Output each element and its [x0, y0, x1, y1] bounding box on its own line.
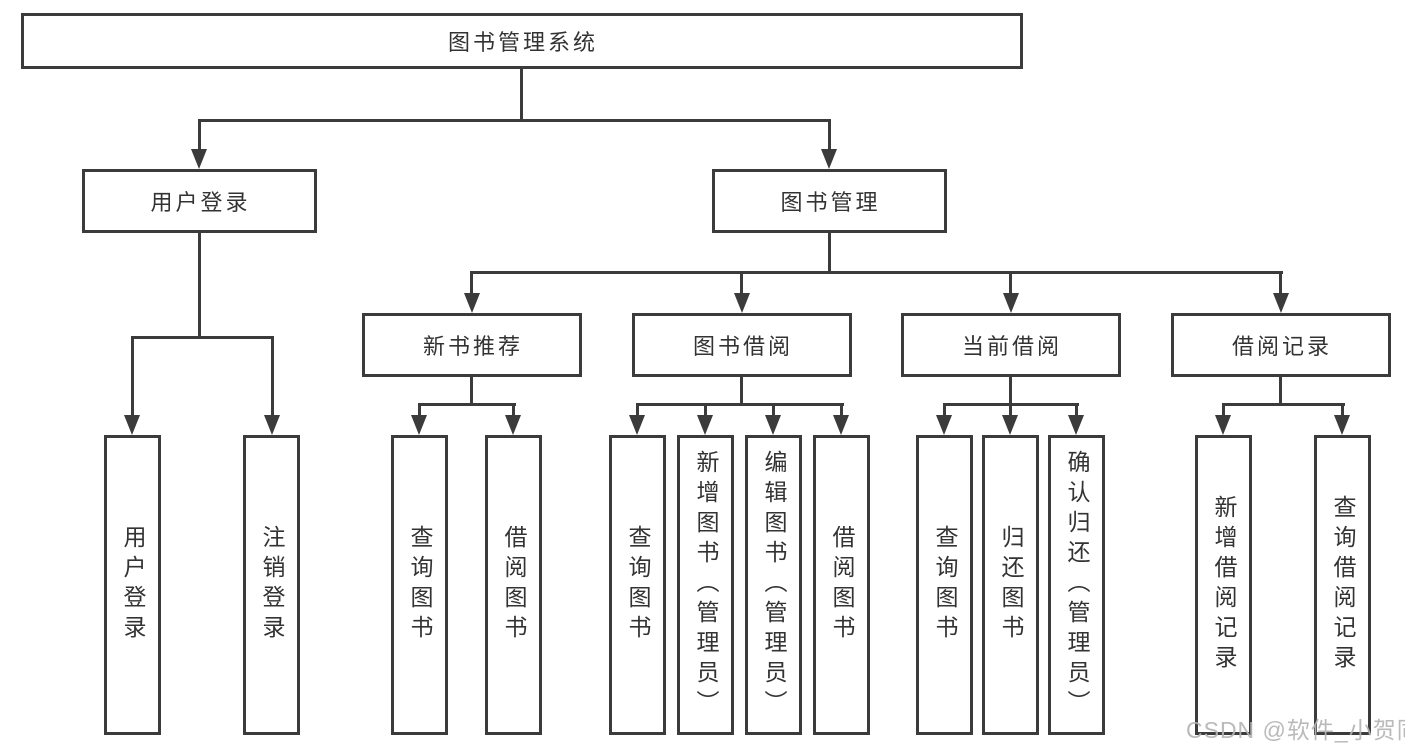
connector-line	[470, 377, 473, 405]
connector-line	[1075, 403, 1078, 417]
connector-line	[1222, 403, 1225, 417]
leaf-newbooks-borrow-books-label: 借阅图书	[501, 525, 527, 645]
connector-line	[131, 336, 274, 339]
leaf-user-login: 用户登录	[104, 435, 161, 735]
arrow-down-icon	[821, 149, 837, 169]
arrow-down-icon	[264, 415, 280, 435]
connector-line	[198, 119, 831, 122]
arrow-down-icon	[1068, 415, 1084, 435]
arrow-down-icon	[697, 415, 713, 435]
connector-line	[1009, 377, 1012, 405]
connector-line	[1222, 403, 1345, 406]
arrow-down-icon	[765, 415, 781, 435]
connector-line	[198, 119, 201, 152]
arrow-down-icon	[1002, 415, 1018, 435]
connector-line	[1279, 377, 1282, 405]
connector-line	[772, 403, 775, 417]
node-user-login: 用户登录	[82, 169, 317, 233]
arrow-down-icon	[1334, 415, 1350, 435]
connector-line	[271, 336, 274, 416]
leaf-user-login-label: 用户登录	[120, 525, 146, 645]
leaf-newbooks-query-books-label: 查询图书	[407, 525, 433, 645]
connector-line	[418, 403, 516, 406]
leaf-newbooks-query-books: 查询图书	[391, 435, 448, 735]
leaf-borrowing-edit-books-admin: 编辑图书（管理员）	[745, 435, 802, 735]
connector-line	[418, 403, 421, 417]
connector-line	[198, 233, 201, 338]
leaf-records-query-record-label: 查询借阅记录	[1330, 495, 1356, 675]
arrow-down-icon	[833, 415, 849, 435]
connector-line	[943, 403, 946, 417]
leaf-borrowing-borrow-books: 借阅图书	[813, 435, 870, 735]
connector-line	[520, 69, 523, 121]
connector-line	[1279, 271, 1282, 295]
arrow-down-icon	[191, 149, 207, 169]
leaf-borrowing-add-books-admin: 新增图书（管理员）	[677, 435, 734, 735]
leaf-logout-label: 注销登录	[259, 525, 285, 645]
connector-line	[840, 403, 843, 417]
connector-line	[636, 403, 844, 406]
leaf-current-query-books-label: 查询图书	[932, 525, 958, 645]
connector-line	[740, 271, 743, 295]
arrow-down-icon	[411, 415, 427, 435]
arrow-down-icon	[1273, 293, 1289, 313]
connector-line	[470, 271, 473, 295]
leaf-borrowing-borrow-books-label: 借阅图书	[829, 525, 855, 645]
connector-line	[828, 233, 831, 273]
leaf-borrowing-query-books: 查询图书	[609, 435, 666, 735]
arrow-down-icon	[464, 293, 480, 313]
arrow-down-icon	[124, 415, 140, 435]
leaf-borrowing-edit-books-admin-label: 编辑图书（管理员）	[761, 450, 787, 720]
connector-line	[704, 403, 707, 417]
connector-line	[1009, 271, 1012, 295]
leaf-current-return-books: 归还图书	[982, 435, 1039, 735]
node-book-borrowing: 图书借阅	[632, 313, 852, 377]
leaf-borrowing-query-books-label: 查询图书	[625, 525, 651, 645]
leaf-current-confirm-return-admin: 确认归还（管理员）	[1048, 435, 1105, 735]
node-borrowing-records-label: 借阅记录	[1231, 334, 1332, 359]
node-book-management: 图书管理	[712, 169, 947, 233]
node-new-book-recommend: 新书推荐	[362, 313, 582, 377]
connector-line	[740, 377, 743, 405]
node-root-label: 图书管理系统	[447, 30, 598, 55]
leaf-newbooks-borrow-books: 借阅图书	[485, 435, 542, 735]
connector-line	[828, 119, 831, 152]
leaf-current-return-books-label: 归还图书	[998, 525, 1024, 645]
connector-line	[636, 403, 639, 417]
leaf-logout: 注销登录	[243, 435, 300, 735]
connector-line	[1009, 403, 1012, 417]
arrow-down-icon	[629, 415, 645, 435]
node-borrowing-records: 借阅记录	[1171, 313, 1391, 377]
node-root-system: 图书管理系统	[21, 13, 1023, 69]
node-user-login-label: 用户登录	[150, 190, 251, 215]
arrow-down-icon	[505, 415, 521, 435]
node-book-management-label: 图书管理	[780, 190, 881, 215]
connector-line	[470, 271, 1283, 274]
connector-line	[1341, 403, 1344, 417]
arrow-down-icon	[936, 415, 952, 435]
leaf-current-confirm-return-admin-label: 确认归还（管理员）	[1064, 450, 1090, 720]
leaf-records-add-record-label: 新增借阅记录	[1211, 495, 1237, 675]
connector-line	[512, 403, 515, 417]
arrow-down-icon	[734, 293, 750, 313]
arrow-down-icon	[1003, 293, 1019, 313]
arrow-down-icon	[1215, 415, 1231, 435]
connector-line	[131, 336, 134, 416]
leaf-records-add-record: 新增借阅记录	[1195, 435, 1252, 735]
leaf-current-query-books: 查询图书	[916, 435, 973, 735]
leaf-borrowing-add-books-admin-label: 新增图书（管理员）	[693, 450, 719, 720]
node-current-borrowing: 当前借阅	[901, 313, 1121, 377]
csdn-watermark: CSDN @软件_小贺同学	[1186, 717, 1405, 743]
node-book-borrowing-label: 图书借阅	[692, 334, 793, 359]
node-current-borrowing-label: 当前借阅	[961, 334, 1062, 359]
node-new-book-recommend-label: 新书推荐	[422, 334, 523, 359]
leaf-records-query-record: 查询借阅记录	[1314, 435, 1371, 735]
